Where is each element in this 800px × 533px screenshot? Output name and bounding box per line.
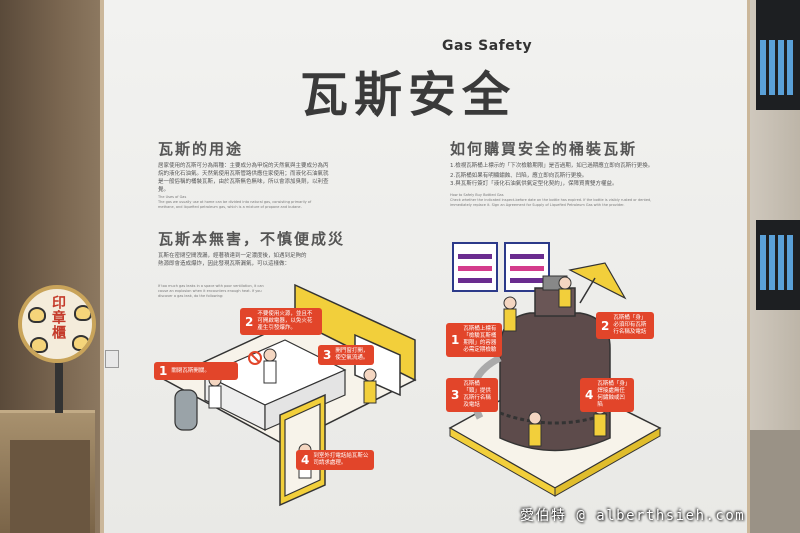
photographer-watermark: 愛伯特 @ alberthsieh.com — [520, 508, 746, 524]
right-callout-4: 4 瓦斯桶「身」焊接處無任何鏽蝕或凹陷 — [580, 378, 634, 412]
right-callout-1: 1 瓦斯桶上標有「檢驗瓦斯桶期限」的容器必需定期檢驗 — [446, 323, 502, 357]
person-icon — [528, 411, 542, 425]
cat-mascot-icon — [30, 337, 48, 353]
cat-mascot-icon — [72, 335, 90, 351]
buying-en-heading: How to Safely Buy Bottled Gas — [450, 193, 504, 197]
left-callout-4: 4 到室外打電話給瓦斯公司請求處理。 — [296, 450, 374, 470]
sign-pole — [55, 363, 63, 413]
umbrella-icon — [568, 262, 627, 300]
floor — [750, 430, 800, 533]
person-icon — [503, 296, 517, 310]
person-icon — [363, 368, 377, 382]
person-body — [503, 308, 517, 332]
hazard-heading: 瓦斯本無害，不慎便成災 — [158, 230, 346, 248]
buying-step-1: 1.檢視瓦斯桶上標示的「下次檢驗期限」是否過期，如已過期應立即向瓦斯行更換。 — [450, 163, 654, 169]
left-callout-3: 3 開門窗打開，使空氣流通。 — [318, 345, 374, 365]
hazard-text: 瓦斯在密閉空間洩漏，經著積達到一定濃度後，如遇到足夠的熱源即會造成爆炸，因此發現… — [158, 253, 307, 267]
stamp-station-sign: 印章櫃 — [18, 285, 96, 363]
counter-panel — [10, 440, 90, 533]
uses-en-heading: The Uses of Gas — [158, 195, 187, 199]
right-callout-3: 3 瓦斯桶「頸」提供瓦斯行名稱及電話 — [446, 378, 498, 412]
buying-en-text: Check whether the indicated inspect-befo… — [450, 198, 652, 207]
person-body — [263, 360, 277, 384]
cat-mascot-icon — [74, 305, 92, 321]
platform-edge — [554, 427, 661, 497]
inspection-label-card — [504, 242, 550, 292]
person-body — [558, 288, 572, 308]
buying-step-3: 3.與瓦斯行簽訂「液化石油氣供氣定型化契約」，保障買賣雙方權益。 — [450, 181, 618, 187]
stamp-station-label: 印章櫃 — [50, 295, 66, 340]
window-blinds — [760, 40, 796, 95]
hazard-en-text: If too much gas leaks in a space with po… — [158, 284, 264, 298]
person-body — [363, 380, 377, 404]
title-english: Gas Safety — [442, 38, 533, 54]
buying-heading: 如何購買安全的桶裝瓦斯 — [450, 140, 638, 158]
buying-step-2: 2.瓦斯桶如果有明顯鏽蝕、凹陷，應立即向瓦斯行更換。 — [450, 173, 588, 179]
inspection-label-card — [452, 242, 498, 292]
window-blinds — [760, 235, 796, 290]
person-body — [528, 423, 542, 447]
gas-bottle-icon — [174, 389, 198, 431]
person-icon — [558, 276, 572, 290]
left-callout-2: 2 不要使用火源，並且不可開啟電器，以免火花產生引發爆炸。 — [240, 308, 322, 335]
no-fire-icon — [248, 351, 262, 365]
uses-text: 居家使用的瓦斯可分為兩種：主要成分為甲烷的天然氣與主要成分為丙烷的液化石油氣。天… — [158, 163, 329, 193]
person-body — [593, 413, 607, 437]
right-callout-2: 2 瓦斯桶「身」必須印有瓦斯行名稱及電話 — [596, 312, 654, 339]
wall-switch — [105, 350, 119, 368]
person-icon — [263, 348, 277, 362]
uses-heading: 瓦斯的用途 — [158, 140, 244, 158]
person-body — [208, 385, 222, 409]
cat-mascot-icon — [28, 307, 46, 323]
title-chinese: 瓦斯安全 — [300, 67, 517, 123]
uses-en-text: The gas we usually use at home can be di… — [158, 200, 312, 209]
left-callout-1: 1 關閉瓦斯開關。 — [154, 362, 238, 380]
